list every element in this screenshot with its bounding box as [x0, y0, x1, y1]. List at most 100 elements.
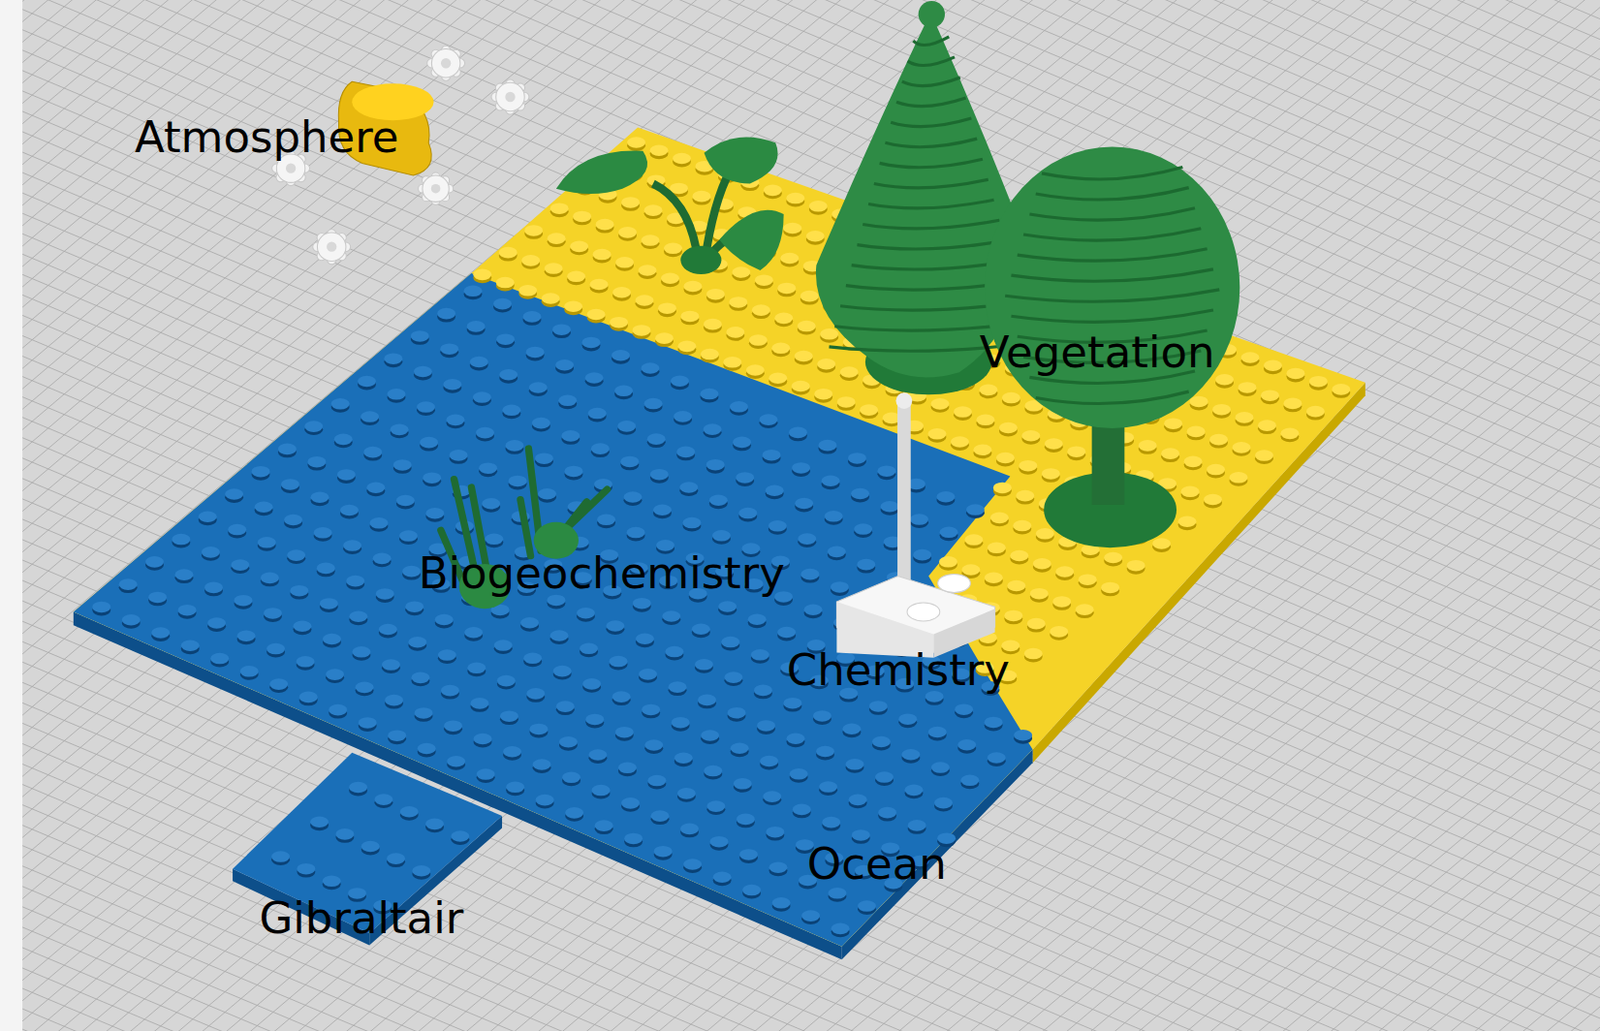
- stud: [783, 697, 802, 710]
- stud: [759, 755, 779, 768]
- stud: [713, 871, 732, 883]
- stud: [999, 422, 1018, 435]
- gear-body: [316, 232, 346, 261]
- grid-line: [22, 28, 1600, 1031]
- stud: [809, 200, 828, 213]
- stud: [765, 484, 785, 497]
- stud: [780, 252, 799, 265]
- stud: [651, 810, 670, 822]
- grid-line: [22, 0, 1600, 1031]
- leaf: [719, 210, 784, 271]
- stud: [175, 568, 194, 581]
- stud: [785, 192, 805, 205]
- gear-body: [496, 82, 525, 111]
- stud: [230, 559, 250, 571]
- grid-line: [22, 0, 1600, 1]
- tree-ridge: [902, 77, 961, 87]
- stud: [508, 475, 528, 488]
- stud: [564, 466, 583, 478]
- stud: [505, 782, 525, 794]
- stud: [386, 852, 406, 865]
- stud: [572, 211, 592, 223]
- stud: [706, 800, 725, 813]
- stud: [500, 710, 519, 722]
- stud: [987, 542, 1006, 555]
- stud: [644, 204, 663, 217]
- grid-line: [22, 0, 1600, 125]
- stud: [374, 793, 393, 806]
- stud: [1309, 376, 1328, 388]
- stud: [797, 320, 816, 333]
- stud: [537, 488, 557, 501]
- stud: [859, 404, 879, 416]
- stud: [821, 474, 841, 487]
- stud: [670, 375, 690, 387]
- stud: [481, 498, 501, 510]
- stud: [872, 736, 891, 749]
- stud: [286, 549, 306, 562]
- grid-line: [22, 0, 1600, 1031]
- stud: [827, 546, 847, 559]
- margin-strip: [0, 0, 23, 1031]
- stud: [499, 247, 518, 259]
- stud: [1015, 490, 1035, 502]
- stud: [621, 797, 640, 810]
- stud: [1286, 368, 1305, 380]
- stud: [683, 858, 702, 871]
- stud: [846, 758, 865, 771]
- stud: [1027, 618, 1046, 630]
- stud: [815, 746, 835, 758]
- stud: [635, 632, 655, 645]
- stud: [674, 752, 693, 764]
- stud: [928, 726, 947, 739]
- stud: [269, 678, 288, 691]
- stud: [869, 700, 888, 713]
- stud: [612, 690, 631, 703]
- stud: [260, 572, 280, 585]
- stud: [732, 437, 752, 449]
- stud: [234, 595, 253, 607]
- grid-line: [22, 0, 1600, 22]
- stud: [588, 407, 607, 420]
- stud: [928, 428, 947, 440]
- part-label: Gibraltair: [258, 893, 464, 944]
- stud: [505, 439, 525, 452]
- stud: [1018, 460, 1037, 472]
- stud: [682, 517, 701, 530]
- stud: [410, 672, 430, 685]
- chemistry-model: [836, 392, 995, 659]
- stud: [735, 471, 754, 484]
- stud: [1041, 468, 1061, 480]
- stud: [446, 414, 466, 427]
- stud: [402, 565, 421, 578]
- stud: [758, 413, 778, 426]
- stud: [936, 491, 955, 503]
- stud: [281, 478, 300, 491]
- stud: [774, 313, 793, 325]
- grid-line: [22, 0, 1600, 961]
- stud: [771, 343, 790, 355]
- stud: [1203, 494, 1223, 506]
- stud: [289, 585, 309, 597]
- stud: [566, 271, 586, 283]
- stud: [1100, 582, 1120, 595]
- grid-line: [22, 48, 1600, 1031]
- stud: [993, 482, 1012, 495]
- stud: [478, 462, 498, 474]
- stud: [1006, 580, 1026, 593]
- grid-line: [22, 0, 1600, 1031]
- stud: [559, 736, 578, 749]
- stud: [644, 739, 663, 752]
- stud: [821, 816, 841, 829]
- stud: [1012, 520, 1032, 533]
- stud: [475, 427, 495, 440]
- stud: [1013, 729, 1033, 742]
- grid-line: [22, 0, 1600, 1031]
- stud: [550, 202, 569, 215]
- stud: [384, 694, 404, 707]
- stud: [526, 346, 545, 359]
- stud: [119, 578, 138, 591]
- stud: [416, 401, 436, 413]
- gear: [427, 45, 466, 81]
- floor-grid: [22, 0, 1600, 1031]
